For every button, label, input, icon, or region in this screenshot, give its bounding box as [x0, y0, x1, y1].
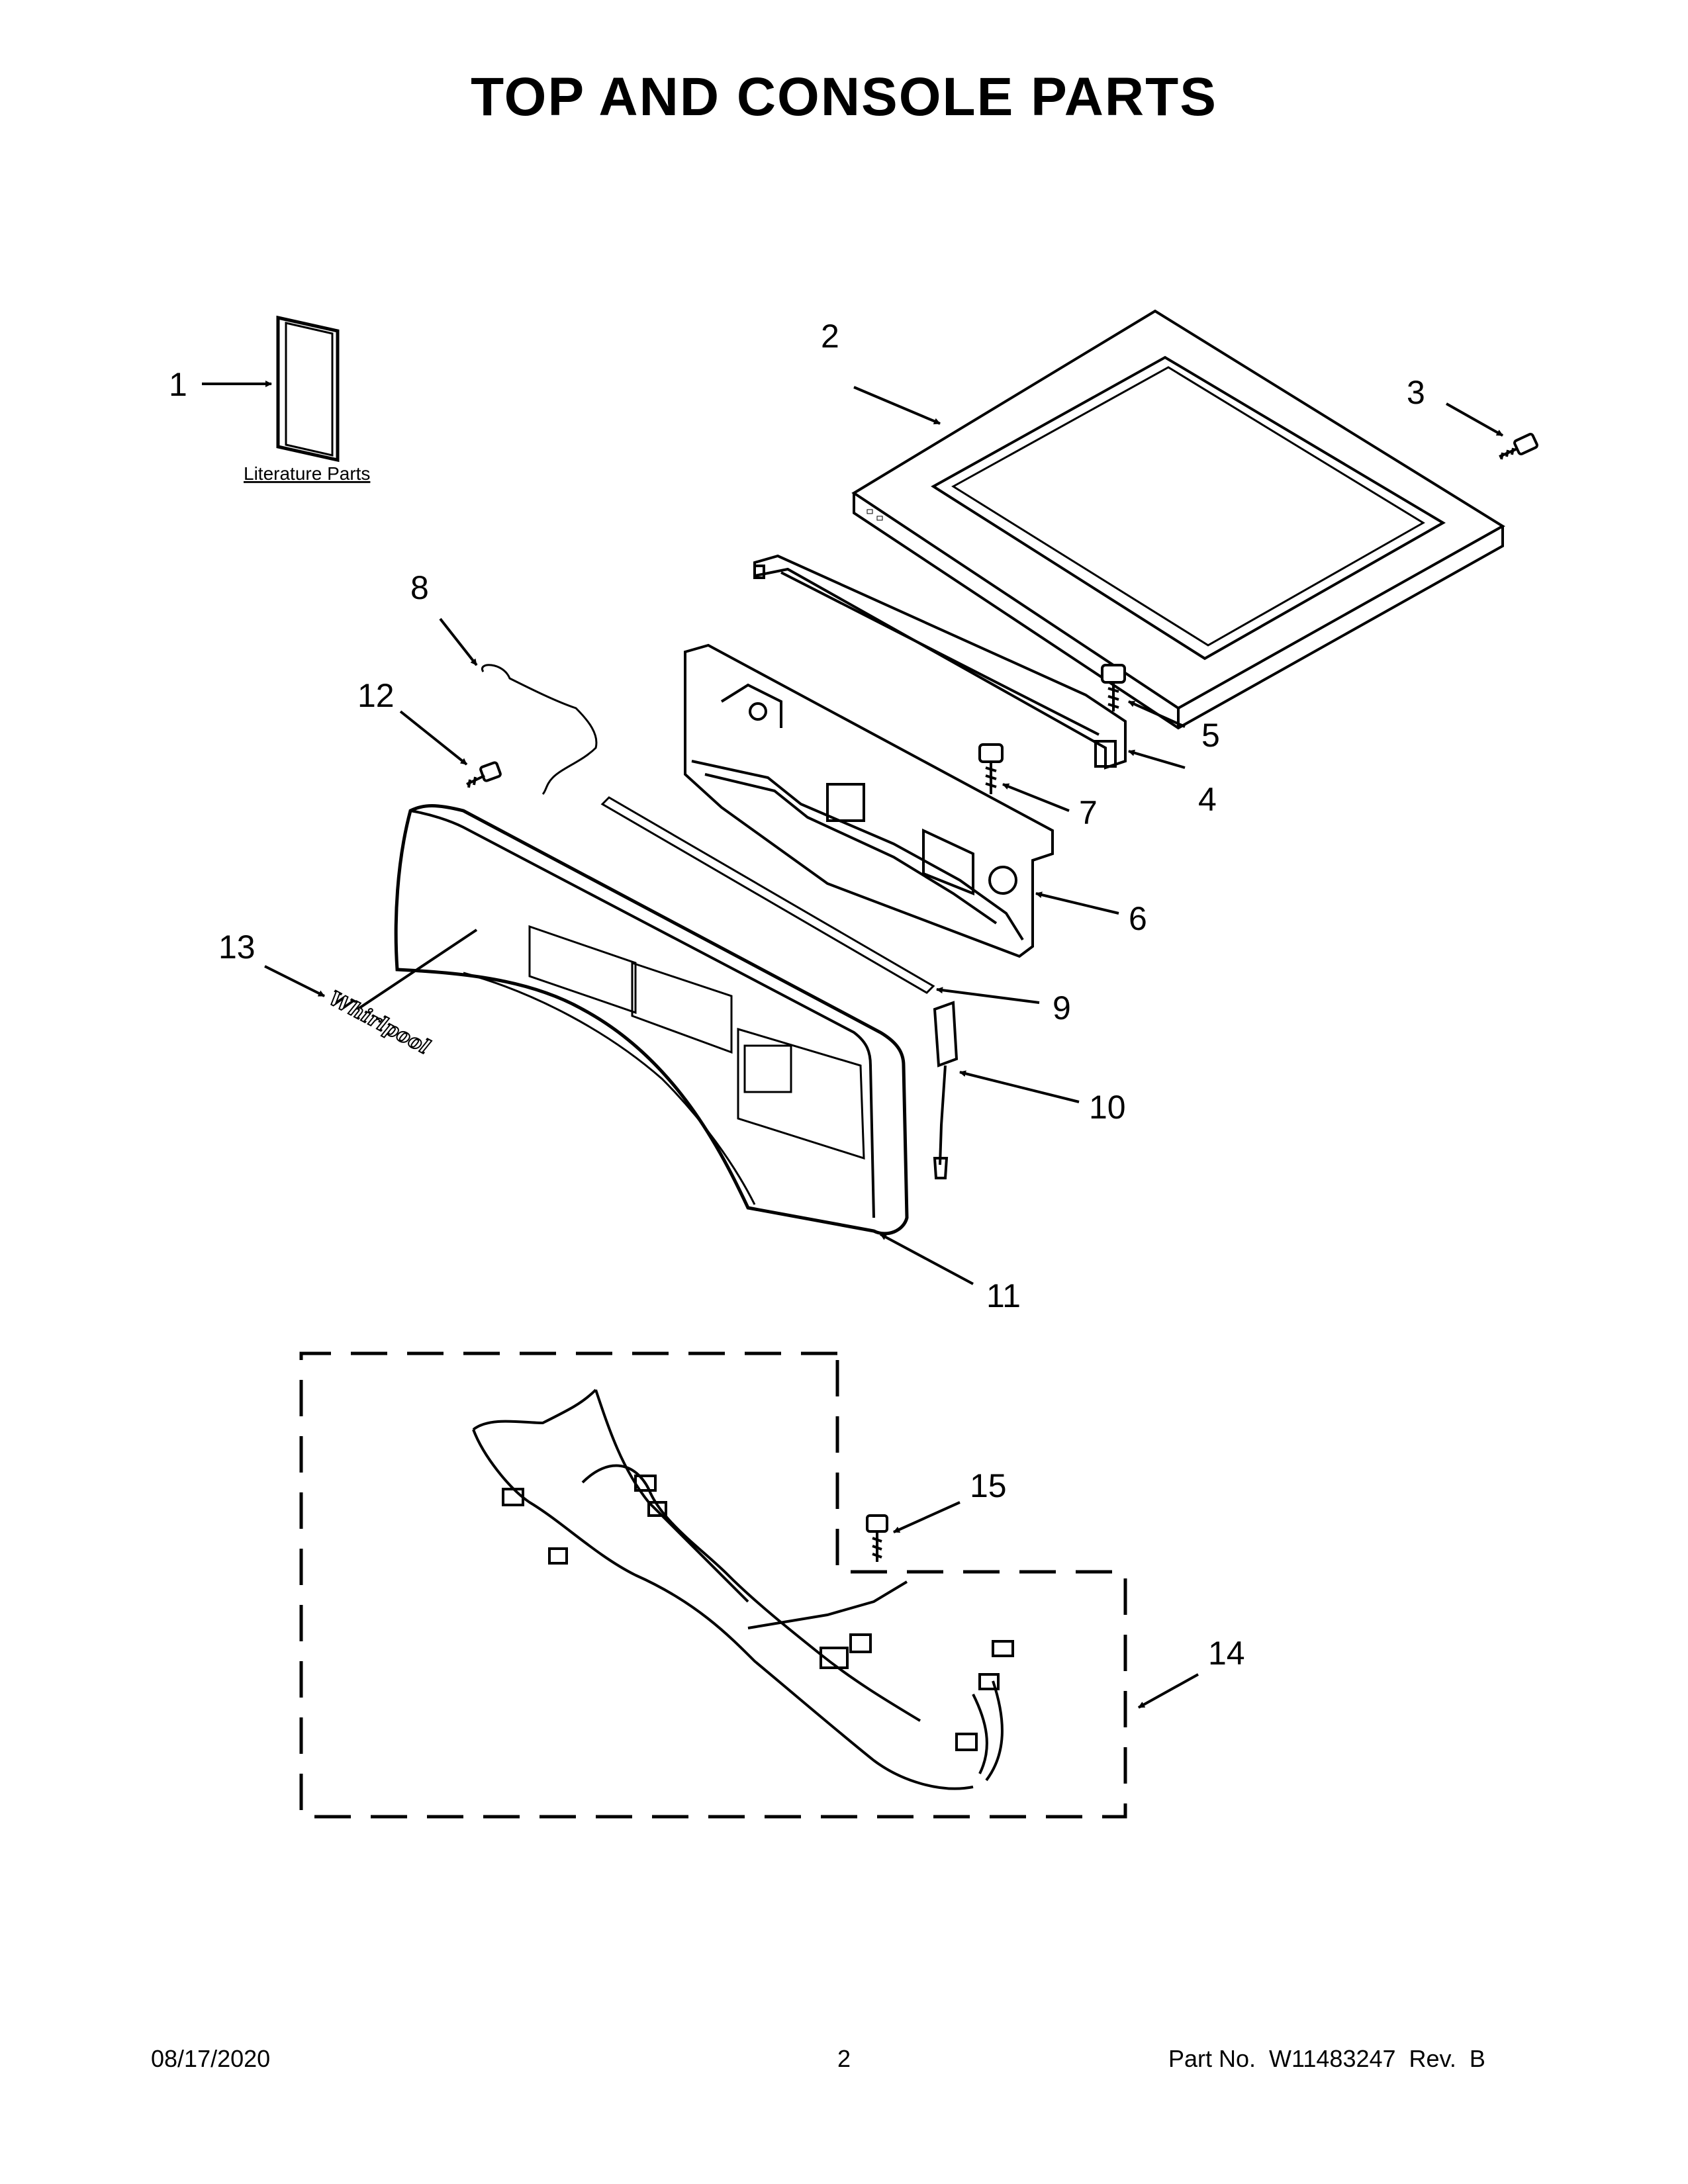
callout-5: 5 [1201, 717, 1220, 754]
top-panel [851, 309, 1505, 730]
screw-part-12 [466, 761, 502, 788]
arrow-3 [1446, 402, 1503, 437]
whirlpool-logo: Whirlpool [325, 987, 433, 1059]
screw-part-7 [978, 743, 1004, 794]
arrow-13 [264, 965, 325, 997]
arrow-10 [959, 1070, 1080, 1103]
callout-9: 9 [1053, 989, 1071, 1026]
harness-dashed-boundary [299, 1351, 1127, 1819]
arrow-8 [439, 617, 478, 666]
page-title: TOP AND CONSOLE PARTS [471, 67, 1217, 127]
screw-part-3 [1499, 433, 1538, 460]
callout-8: 8 [410, 569, 429, 606]
callout-14: 14 [1208, 1635, 1245, 1672]
arrow-7 [1002, 783, 1070, 812]
bracket-part-4 [753, 554, 1127, 770]
arrow-14 [1138, 1673, 1199, 1709]
console-panel-part-11 [394, 804, 909, 1236]
literature-parts-label: Literature Parts [244, 463, 370, 484]
callout-6: 6 [1129, 900, 1147, 937]
arrow-12 [399, 710, 468, 766]
screw-part-15 [866, 1514, 888, 1562]
footer-page-number: 2 [837, 2045, 851, 2072]
callout-13: 13 [218, 929, 256, 966]
arrow-2 [853, 386, 941, 425]
callout-3: 3 [1407, 374, 1425, 411]
arrow-9 [936, 987, 1040, 1004]
screw-part-5 [1101, 664, 1126, 711]
sensor-part-10 [933, 1001, 959, 1179]
callout-1: 1 [169, 366, 187, 403]
literature-booklet [276, 315, 340, 463]
logo-leader-line [356, 929, 478, 1011]
leader-arrows [202, 381, 1503, 1709]
arrow-11 [880, 1233, 974, 1285]
callout-4: 4 [1198, 781, 1217, 818]
callout-10: 10 [1089, 1089, 1126, 1126]
arrow-15 [893, 1501, 961, 1533]
wiring-harness-part-14 [472, 1388, 1014, 1790]
console-frame-part-6 [684, 643, 1054, 958]
callout-12: 12 [357, 677, 395, 714]
arrow-5 [1128, 700, 1186, 728]
footer-date: 08/17/2020 [151, 2045, 271, 2072]
callout-15: 15 [970, 1467, 1007, 1504]
footer-part-number: Part No. W11483247 Rev. B [1168, 2045, 1485, 2072]
arrow-4 [1128, 749, 1186, 769]
arrow-6 [1035, 891, 1119, 915]
gasket-part-9 [600, 796, 935, 994]
callout-2: 2 [821, 318, 839, 355]
callout-11: 11 [986, 1277, 1021, 1314]
callout-7: 7 [1079, 794, 1098, 831]
wire-part-8 [481, 664, 598, 796]
